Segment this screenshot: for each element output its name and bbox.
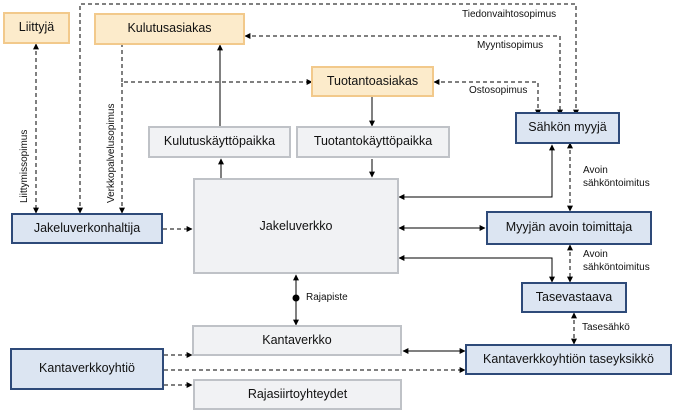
node-label: Tuotantoasiakas — [326, 73, 419, 88]
node-tuotantokayttopaikka[interactable]: Tuotantokäyttöpaikka — [296, 126, 450, 158]
rajapiste-dot — [292, 294, 300, 302]
verkkopalvelusopimus-line — [119, 79, 313, 214]
jakelu-myyja-line — [398, 144, 555, 200]
node-label: Kulutusasiakas — [127, 21, 212, 36]
node-label: Tuotantokäyttöpaikka — [313, 134, 433, 149]
node-myyjan-avoin-toimittaja[interactable]: Myyjän avoin toimittaja — [486, 211, 652, 245]
jakelu-tasevastaava-line — [398, 255, 555, 283]
node-label: Jakeluverkonhaltija — [33, 220, 141, 235]
node-label: Kantaverkkoyhtiö — [39, 361, 135, 376]
ostosopimus-line — [433, 79, 541, 116]
label-liittymissopimus: Liittymissopimus — [19, 129, 30, 203]
label-avoin1-b: sähköntoimitus — [583, 178, 650, 189]
node-kulutuskayttopaikka[interactable]: Kulutuskäyttöpaikka — [148, 126, 291, 158]
node-label: Kantaverkko — [262, 332, 332, 347]
node-label: Myyjän avoin toimittaja — [505, 220, 633, 235]
label-avoin2-a: Avoin — [583, 249, 608, 260]
node-label: Kantaverkkoyhtiön taseyksikkö — [483, 351, 654, 366]
node-jakeluverkko[interactable]: Jakeluverkko — [193, 178, 399, 274]
node-rajasiirtoyhteydet[interactable]: Rajasiirtoyhteydet — [193, 379, 402, 410]
label-tasesahko: Tasesähkö — [582, 322, 630, 333]
node-label: Jakeluverkko — [259, 219, 333, 233]
label-avoin1-a: Avoin — [583, 165, 608, 176]
tiedonvaihtosopimus-line — [77, 3, 579, 214]
node-liittyja[interactable]: Liittyjä — [3, 12, 70, 44]
node-label: Rajasiirtoyhteydet — [247, 386, 348, 401]
node-tuotantoasiakas[interactable]: Tuotantoasiakas — [311, 66, 434, 97]
label-avoin2-b: sähköntoimitus — [583, 262, 650, 273]
node-label: Liittyjä — [18, 20, 55, 35]
label-verkkopalvelusopimus: Verkkopalvelusopimus — [106, 103, 117, 204]
node-label: Tasevastaava — [535, 289, 613, 304]
label-rajapiste: Rajapiste — [306, 292, 348, 303]
node-kantaverkko[interactable]: Kantaverkko — [192, 325, 402, 356]
myyntisopimus-line — [244, 33, 563, 116]
label-ostosopimus: Ostosopimus — [469, 85, 528, 96]
node-label: Kulutuskäyttöpaikka — [163, 134, 276, 149]
node-kantaverkkoyhtion-taseyksikko[interactable]: Kantaverkkoyhtiön taseyksikkö — [465, 344, 672, 375]
node-sahkon-myyja[interactable]: Sähkön myyjä — [515, 112, 620, 144]
label-tiedonvaihtosopimus: Tiedonvaihtosopimus — [462, 9, 557, 20]
node-kulutusasiakas[interactable]: Kulutusasiakas — [94, 13, 245, 45]
node-jakeluverkonhaltija[interactable]: Jakeluverkonhaltija — [11, 213, 163, 244]
node-label: Sähkön myyjä — [528, 120, 607, 135]
label-myyntisopimus: Myyntisopimus — [477, 40, 544, 51]
node-tasevastaava[interactable]: Tasevastaava — [521, 282, 627, 313]
node-kantaverkkoyhtio[interactable]: Kantaverkkoyhtiö — [10, 348, 164, 390]
